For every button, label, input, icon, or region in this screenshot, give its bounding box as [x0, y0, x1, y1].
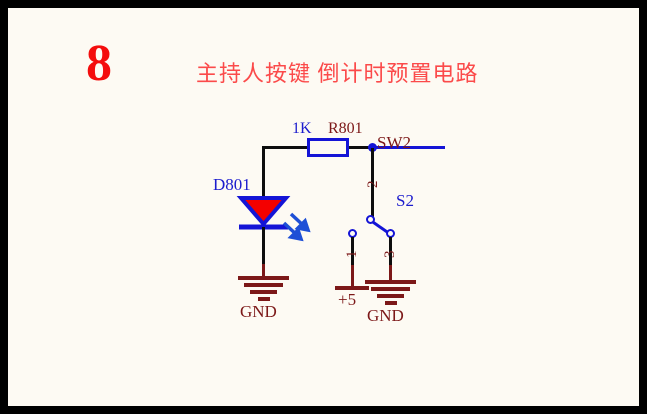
resistor-value-label: 1K — [292, 120, 312, 137]
resistor-ref-label: R801 — [328, 120, 363, 137]
wire-pin3 — [389, 237, 392, 267]
wire-vcc-stub — [351, 265, 354, 288]
wire-pin2 — [371, 148, 374, 220]
slide-canvas: 8 主持人按键 倒计时预置电路 1K R801 SW2 — [8, 8, 639, 406]
switch-ref-label: SW2 — [377, 133, 411, 152]
junction-dot-sw2 — [368, 143, 377, 152]
led-ref-label: D801 — [213, 175, 251, 194]
slide-number: 8 — [86, 35, 112, 92]
resistor-r801-body — [307, 138, 349, 157]
wire-led-anode — [262, 146, 265, 203]
switch-lever-label: S2 — [396, 191, 414, 210]
pin-label-2: 2 — [365, 180, 381, 189]
wire-sw2-net — [370, 146, 445, 149]
wire-top-right — [345, 146, 371, 149]
supply-label-pin1: +5 — [338, 290, 357, 309]
wire-led-cathode — [262, 227, 265, 266]
supply-symbol-bar — [335, 286, 369, 290]
wire-gnd-stub-pin3 — [389, 265, 392, 282]
wire-top-left — [262, 146, 310, 149]
switch-terminal-pin2[interactable] — [366, 215, 375, 224]
pin-label-1: 1 — [344, 250, 360, 259]
ground-label-led: GND — [240, 302, 277, 321]
wire-gnd-stub-led — [262, 264, 265, 278]
pin-label-3: 3 — [382, 250, 398, 259]
page-title: 主持人按键 倒计时预置电路 — [196, 61, 479, 86]
wire-pin1 — [351, 237, 354, 267]
ground-label-pin3: GND — [367, 306, 404, 325]
